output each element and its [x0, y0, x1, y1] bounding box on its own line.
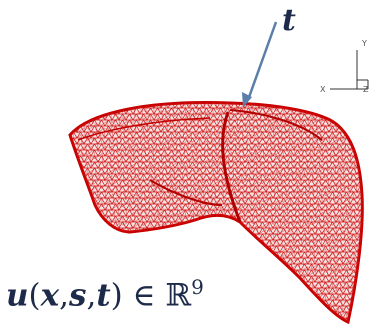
formula-reals: ℝ — [165, 277, 192, 314]
formula-t: t — [96, 277, 111, 314]
arrow-label-t: t — [282, 3, 296, 38]
orientation-axes: X Y Z — [320, 39, 369, 94]
axis-label-y: Y — [361, 39, 367, 48]
formula-exponent: 9 — [191, 275, 204, 299]
axis-label-x: X — [320, 85, 326, 94]
formula-comma-1: , — [59, 277, 69, 314]
arrow-t: t — [242, 3, 296, 108]
formula-comma-2: , — [86, 277, 97, 314]
formula-in: ∈ — [122, 277, 166, 314]
formula: u(x,s,t) ∈ ℝ9 — [6, 252, 306, 322]
axis-label-z: Z — [363, 85, 369, 94]
formula-s: s — [69, 277, 87, 314]
formula-x: x — [40, 277, 60, 314]
liver-mesh — [68, 101, 364, 325]
formula-u: u — [6, 277, 29, 314]
formula-open-paren: ( — [28, 277, 41, 314]
formula-close-paren: ) — [110, 277, 123, 314]
